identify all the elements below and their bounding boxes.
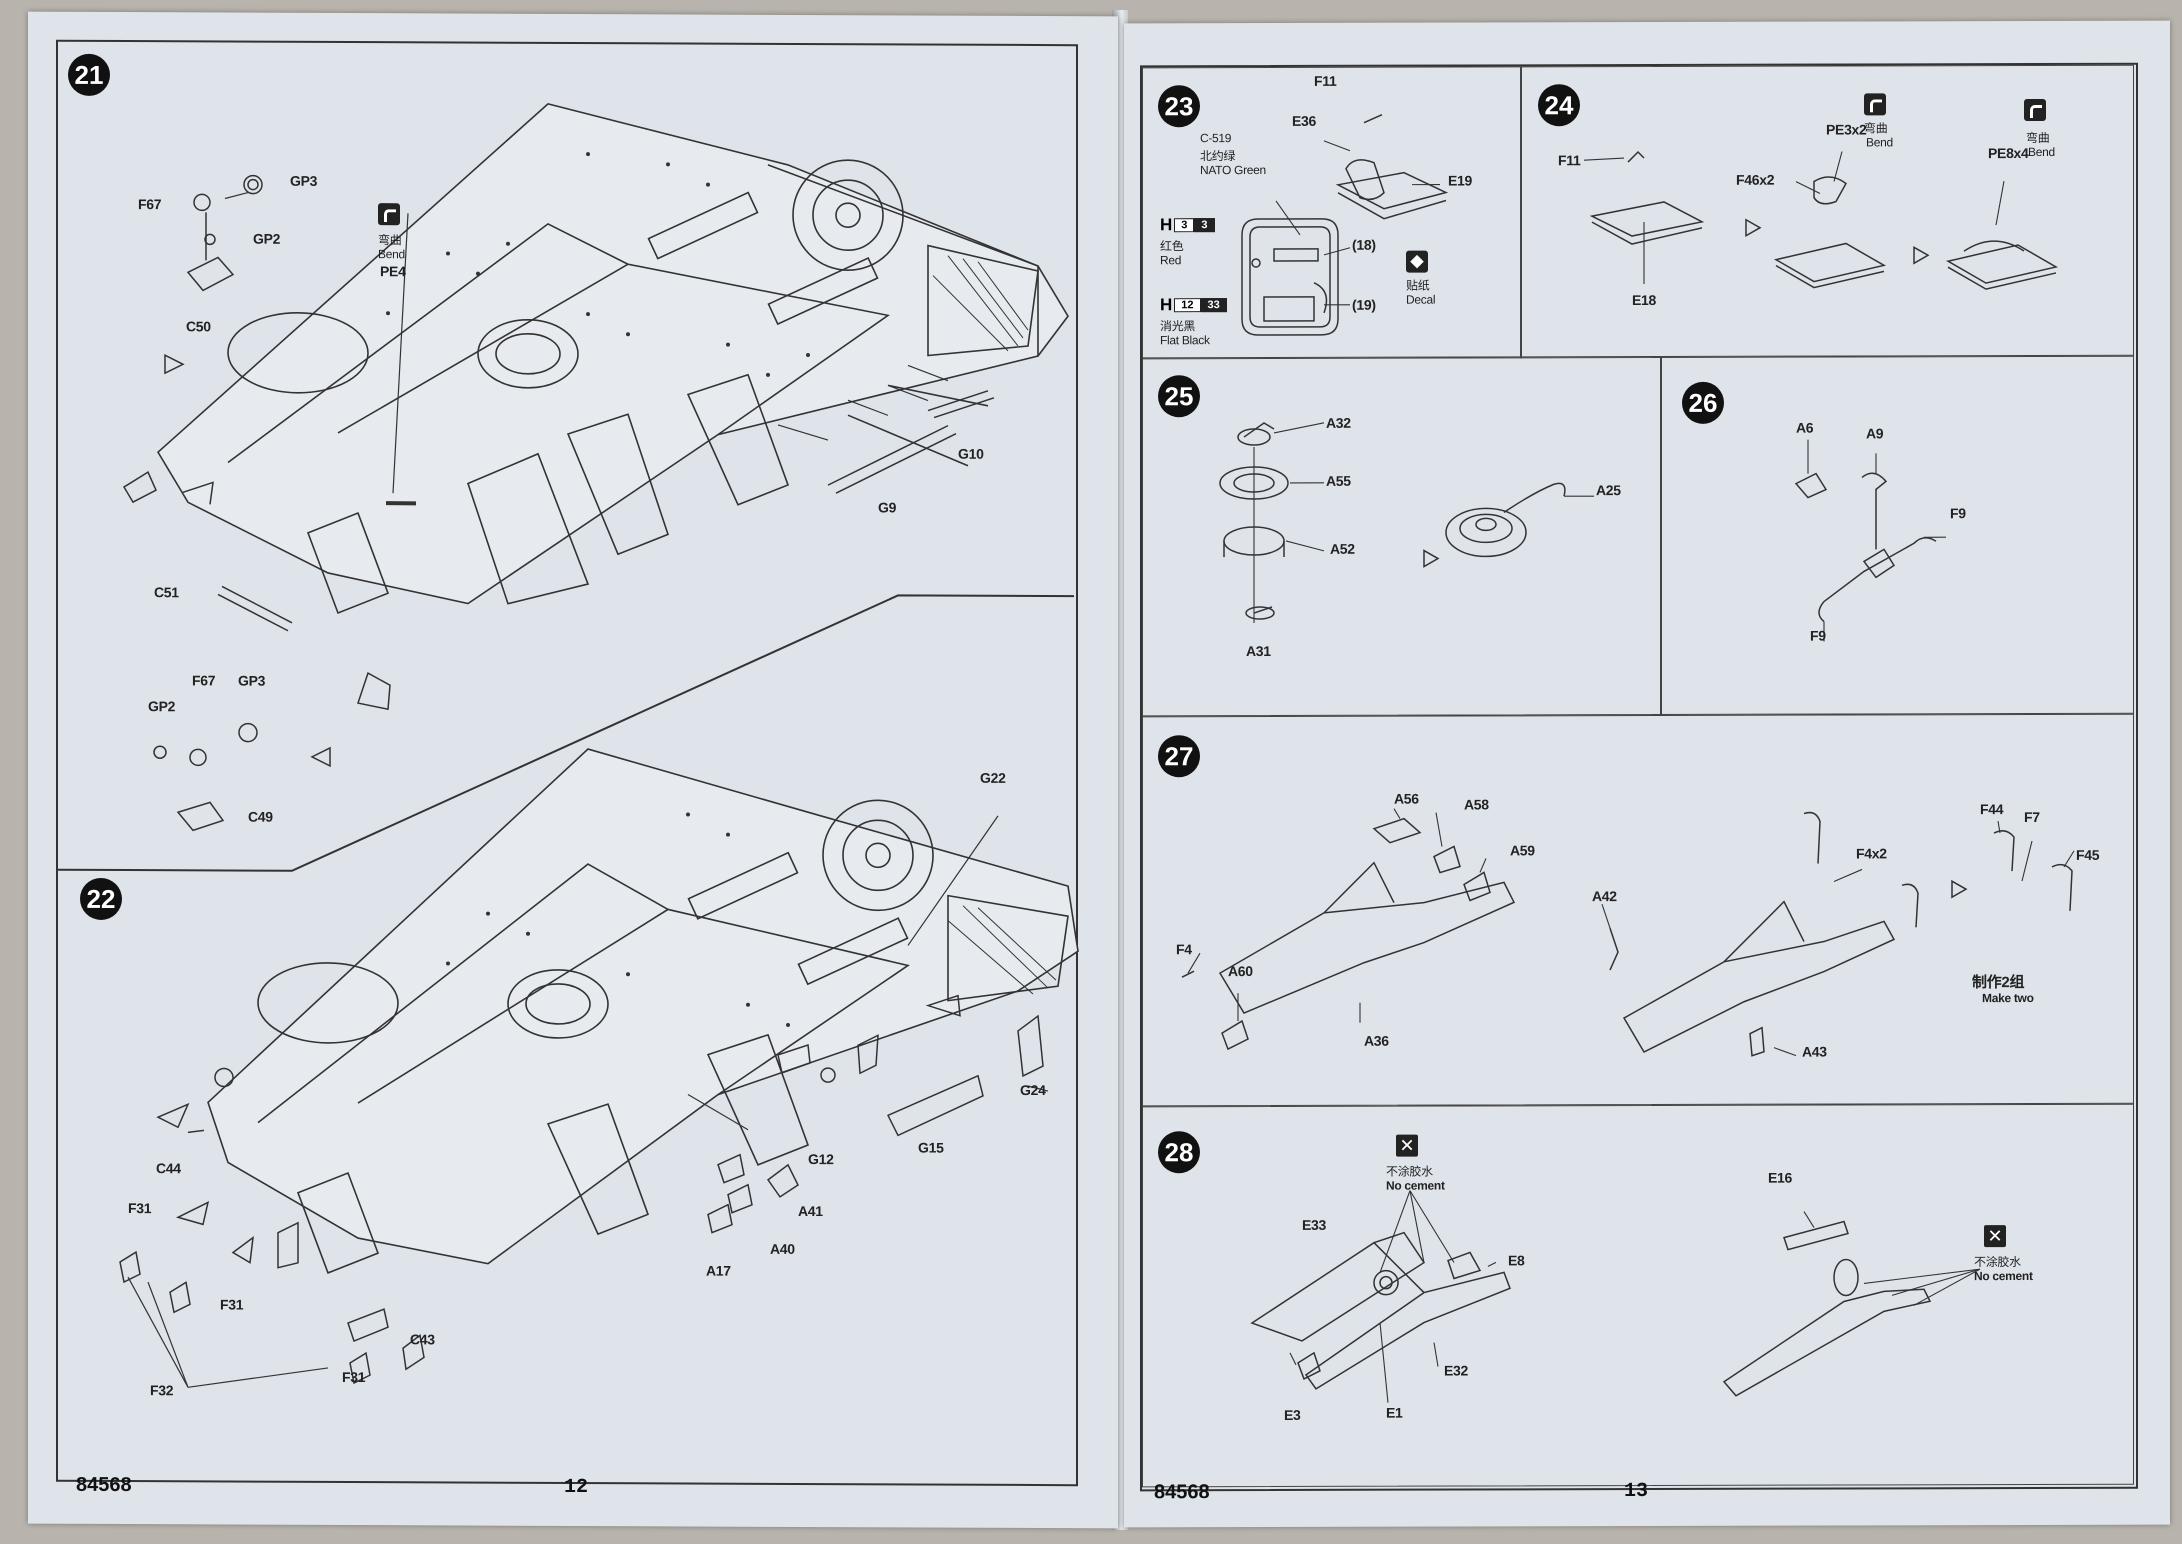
- label-f31-c: F31: [342, 1368, 366, 1386]
- left-page: 21: [28, 11, 1118, 1529]
- kit-code-left: 84568: [76, 1473, 132, 1497]
- label-e16: E16: [1768, 1169, 1793, 1186]
- label-e33: E33: [1302, 1216, 1327, 1233]
- kit-code-right: 84568: [1154, 1481, 1210, 1504]
- drawing-24: [1583, 150, 2059, 290]
- drawing-28: [1250, 1190, 1981, 1403]
- step-divider-left: [58, 594, 1074, 872]
- label-c43: C43: [410, 1331, 435, 1348]
- label-g22: G22: [980, 769, 1006, 786]
- label-e8: E8: [1508, 1252, 1525, 1269]
- label-g12: G12: [808, 1151, 834, 1168]
- page-number-left: 12: [564, 1475, 589, 1500]
- label-e32: E32: [1444, 1362, 1469, 1379]
- hull-drawing-21: [122, 103, 1069, 832]
- label-e1: E1: [1386, 1404, 1403, 1421]
- label-g15: G15: [918, 1139, 944, 1156]
- label-g24: G24: [1020, 1081, 1046, 1099]
- label-a41: A41: [798, 1202, 823, 1220]
- label-f31-b: F31: [220, 1296, 244, 1313]
- drawing-25: [1219, 422, 1594, 624]
- drawing-27: [1181, 808, 2075, 1057]
- label-a17: A17: [706, 1262, 731, 1279]
- label-no-cement-cn-b: 不涂胶水: [1974, 1255, 2021, 1270]
- drawing-23: [1241, 114, 1449, 336]
- label-f31-a: F31: [128, 1200, 152, 1217]
- no-cement-icon-b: ✕: [1984, 1225, 2006, 1248]
- label-c44: C44: [156, 1160, 181, 1177]
- hull-drawing-22: [119, 748, 1079, 1388]
- label-e3: E3: [1284, 1406, 1301, 1423]
- page-number-right: 13: [1624, 1479, 1649, 1504]
- label-f32: F32: [150, 1382, 174, 1399]
- label-no-cement-b: No cement: [1974, 1268, 2033, 1284]
- label-a40: A40: [770, 1240, 795, 1257]
- right-page: 23 F11 E36 E19 C-519 北约绿 NATO Green H 3 …: [1124, 20, 2170, 1528]
- drawing-26: [1794, 439, 1946, 642]
